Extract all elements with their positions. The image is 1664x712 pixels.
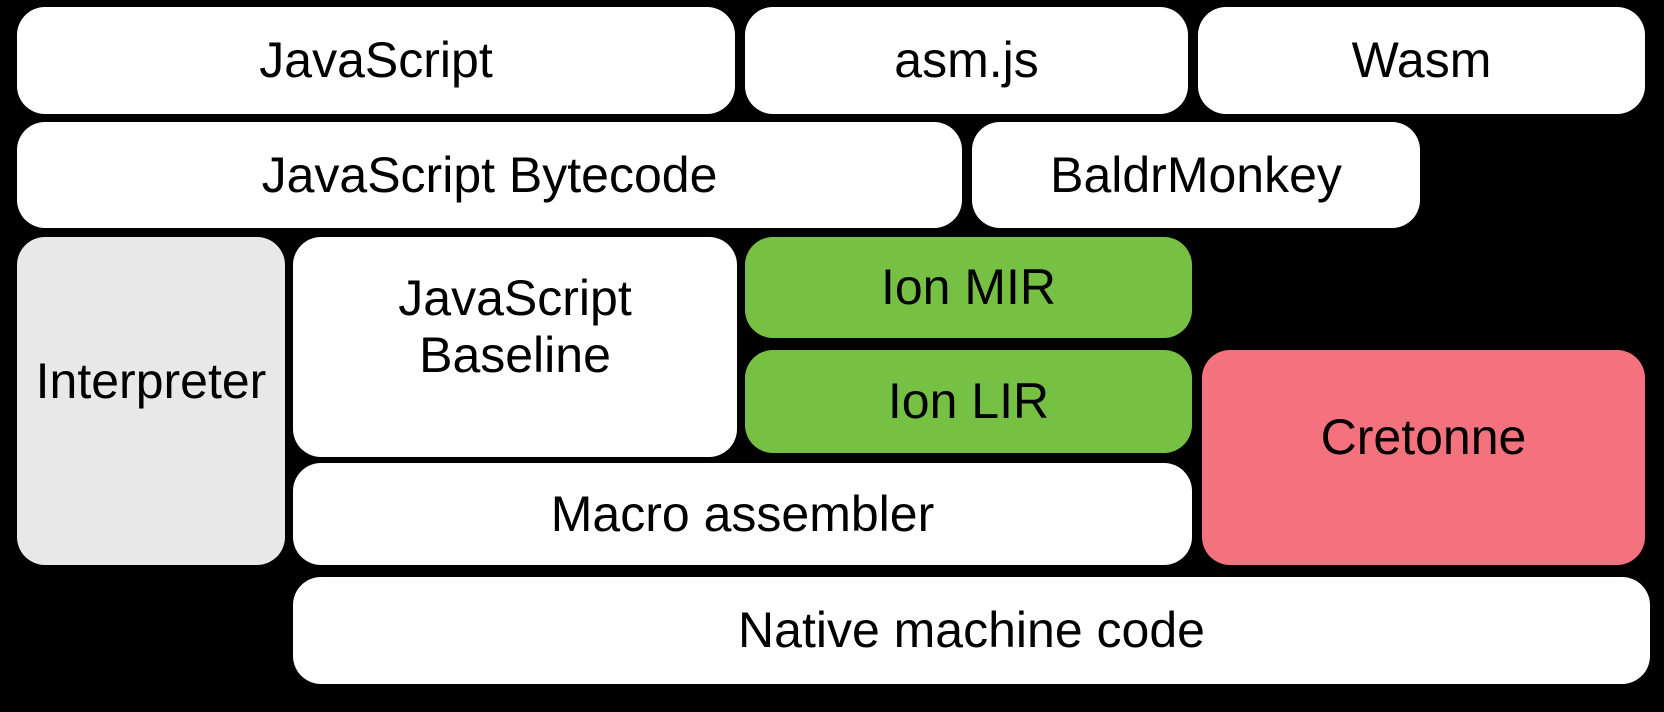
node-asmjs: asm.js [745, 7, 1188, 114]
node-ion-mir: Ion MIR [745, 237, 1192, 338]
node-javascript-bytecode: JavaScript Bytecode [17, 122, 962, 228]
node-wasm: Wasm [1198, 7, 1645, 114]
node-javascript-baseline-line2: Baseline [419, 327, 611, 383]
node-cretonne: Cretonne [1202, 350, 1645, 565]
node-javascript-baseline-line1: JavaScript [398, 270, 632, 326]
node-ion-lir: Ion LIR [745, 350, 1192, 453]
node-javascript-baseline: JavaScript Baseline [293, 237, 737, 457]
node-baldrmonkey: BaldrMonkey [972, 122, 1420, 228]
node-native-machine-code: Native machine code [293, 577, 1650, 684]
node-javascript: JavaScript [17, 7, 735, 114]
node-macro-assembler: Macro assembler [293, 463, 1192, 565]
node-interpreter: Interpreter [17, 237, 285, 565]
